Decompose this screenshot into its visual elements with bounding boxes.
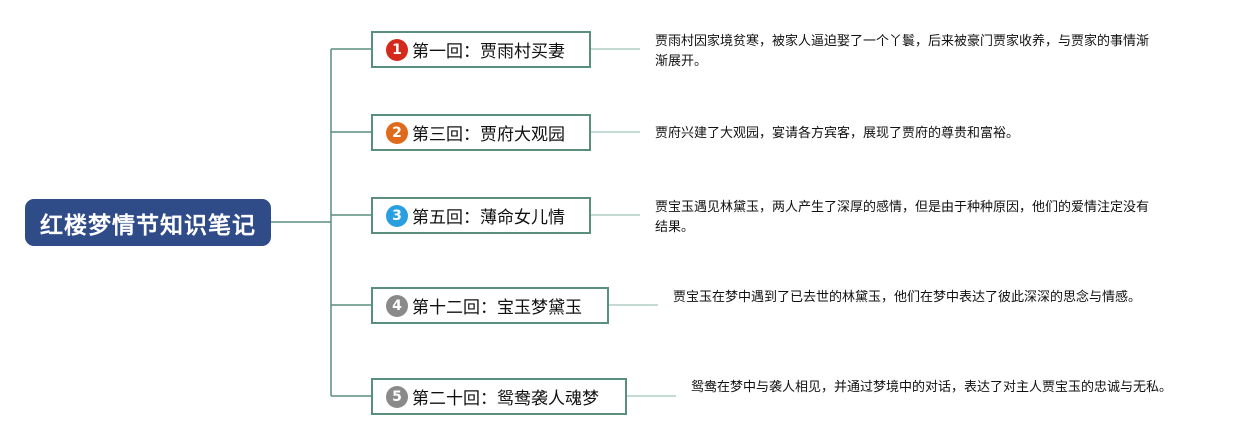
root-topic[interactable]: 红楼梦情节知识笔记 — [25, 199, 271, 246]
number-badge-icon: 5 — [386, 385, 408, 408]
number-badge-icon: 4 — [386, 294, 408, 317]
chapter-title: 第二十回：鸳鸯袭人魂梦 — [412, 389, 599, 409]
number-badge-icon: 2 — [386, 121, 408, 144]
chapter-node-4[interactable]: 4 第十二回：宝玉梦黛玉 — [371, 287, 609, 324]
chapter-description-5: 鸳鸯在梦中与袭人相见，并通过梦境中的对话，表达了对主人贾宝玉的忠诚与无私。 — [691, 380, 1173, 395]
chapter-description-3: 贾宝玉遇见林黛玉，两人产生了深厚的感情，但是由于种种原因，他们的爱情注定没有结果… — [655, 200, 1150, 235]
chapter-node-3[interactable]: 3 第五回：薄命女儿情 — [371, 197, 591, 234]
chapter-node-2[interactable]: 2 第三回：贾府大观园 — [371, 114, 591, 151]
chapter-title: 第三回：贾府大观园 — [412, 125, 565, 145]
number-badge-icon: 1 — [386, 38, 408, 61]
chapter-title: 第十二回：宝玉梦黛玉 — [412, 298, 582, 318]
chapter-description-1: 贾雨村因家境贫寒，被家人逼迫娶了一个丫鬟，后来被豪门贾家收养，与贾家的事情渐渐展… — [655, 34, 1150, 69]
root-title: 红楼梦情节知识笔记 — [40, 212, 256, 239]
chapter-title: 第一回：贾雨村买妻 — [412, 42, 565, 62]
chapter-node-5[interactable]: 5 第二十回：鸳鸯袭人魂梦 — [371, 378, 627, 415]
chapter-node-1[interactable]: 1 第一回：贾雨村买妻 — [371, 31, 591, 68]
number-badge-icon: 3 — [386, 204, 408, 227]
chapter-description-4: 贾宝玉在梦中遇到了已去世的林黛玉，他们在梦中表达了彼此深深的思念与情感。 — [673, 290, 1142, 305]
chapter-title: 第五回：薄命女儿情 — [412, 208, 565, 228]
chapter-description-2: 贾府兴建了大观园，宴请各方宾客，展现了贾府的尊贵和富裕。 — [655, 126, 1020, 141]
